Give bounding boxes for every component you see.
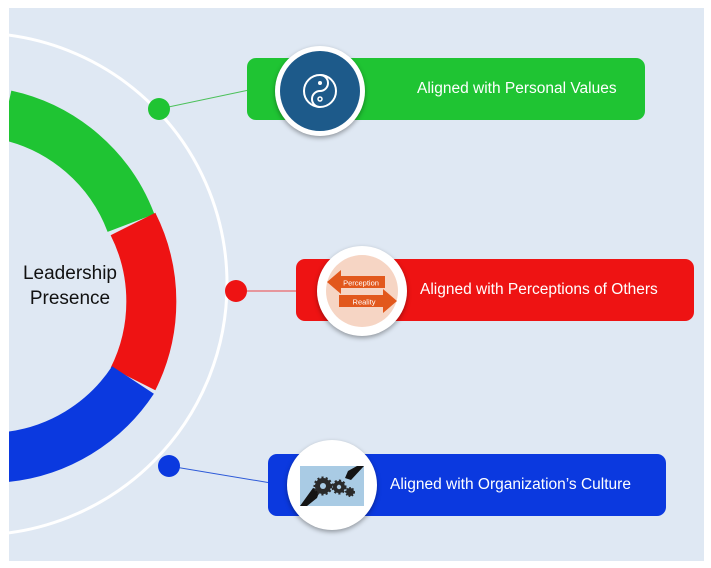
perceptions-badge: Perception Reality (317, 246, 407, 336)
perception-text: Perception (343, 279, 379, 288)
reality-text: Reality (353, 298, 376, 307)
personal-values-badge (275, 46, 365, 136)
ring-segment-red (110, 212, 177, 391)
ring-segment-green (9, 90, 155, 233)
core-label-line1: Leadership (22, 263, 118, 284)
node-dot-red (225, 280, 247, 302)
core-label: Leadership Presence (15, 261, 125, 311)
item-label-perceptions-of-others: Aligned with Perceptions of Others (420, 281, 658, 298)
node-dot-blue (158, 455, 180, 477)
outer-ring (9, 33, 229, 535)
connector-blue (168, 465, 272, 484)
ring-diagram (9, 33, 299, 535)
diagram-canvas: Leadership Presence Aligned with Persona… (9, 8, 704, 561)
perception-reality-arrows-icon: Perception Reality (326, 255, 398, 327)
yin-yang-icon (280, 51, 360, 131)
gears-hands-icon (300, 466, 364, 506)
connector-green (158, 89, 250, 110)
organization-culture-badge (287, 440, 377, 530)
item-label-personal-values: Aligned with Personal Values (417, 80, 617, 97)
node-dot-green (148, 98, 170, 120)
ring-segment-blue (9, 365, 154, 482)
core-label-line2: Presence (29, 288, 111, 309)
item-label-organization-culture: Aligned with Organization’s Culture (390, 476, 631, 493)
